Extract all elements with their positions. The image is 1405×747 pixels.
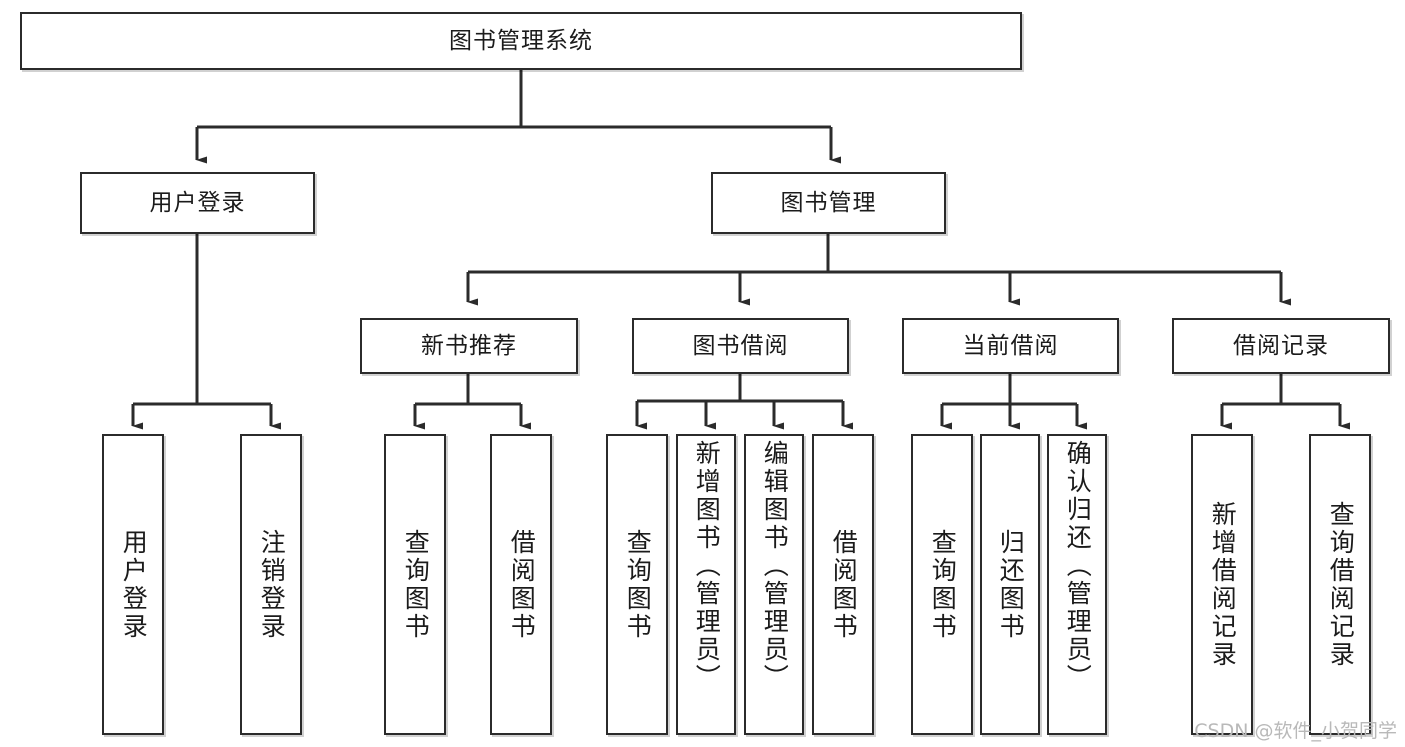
leaf-return-book-label: 归还图书: [996, 528, 1026, 641]
leaf-add-borrow-record[interactable]: 新增借阅记录: [1191, 434, 1253, 735]
leaf-confirm-return-label: 确认归还（管理员）: [1063, 440, 1093, 692]
node-book-manage[interactable]: 图书管理: [711, 172, 946, 234]
leaf-edit-book[interactable]: 编辑图书（管理员）: [744, 434, 804, 735]
leaf-query-borrow-record[interactable]: 查询借阅记录: [1309, 434, 1371, 735]
node-current-borrow-label: 当前借阅: [962, 332, 1059, 359]
node-borrow-record[interactable]: 借阅记录: [1172, 318, 1390, 374]
leaf-add-book[interactable]: 新增图书（管理员）: [676, 434, 736, 735]
leaf-user-login[interactable]: 用户登录: [102, 434, 164, 735]
leaf-query-book-1[interactable]: 查询图书: [384, 434, 446, 735]
node-book-borrow[interactable]: 图书借阅: [632, 318, 849, 374]
leaf-logout-login[interactable]: 注销登录: [240, 434, 302, 735]
leaf-query-borrow-record-label: 查询借阅记录: [1326, 500, 1356, 669]
leaf-logout-login-label: 注销登录: [257, 528, 287, 641]
node-user-login[interactable]: 用户登录: [80, 172, 315, 234]
node-new-book-recommend[interactable]: 新书推荐: [360, 318, 578, 374]
leaf-query-book-1-label: 查询图书: [401, 528, 431, 641]
node-root[interactable]: 图书管理系统: [20, 12, 1022, 70]
node-borrow-record-label: 借阅记录: [1233, 332, 1329, 359]
leaf-borrow-book-2-label: 借阅图书: [829, 528, 859, 641]
leaf-user-login-label: 用户登录: [119, 528, 149, 641]
node-current-borrow[interactable]: 当前借阅: [902, 318, 1119, 374]
leaf-query-book-3-label: 查询图书: [928, 528, 958, 641]
watermark: CSDN @软件_小贺同学: [1194, 720, 1397, 742]
node-new-book-recommend-label: 新书推荐: [421, 332, 517, 359]
leaf-query-book-3[interactable]: 查询图书: [911, 434, 973, 735]
leaf-query-book-2-label: 查询图书: [623, 528, 653, 641]
leaf-borrow-book-1-label: 借阅图书: [507, 528, 537, 641]
leaf-confirm-return[interactable]: 确认归还（管理员）: [1047, 434, 1107, 735]
node-book-borrow-label: 图书借阅: [692, 332, 789, 359]
node-book-manage-label: 图书管理: [780, 189, 877, 216]
leaf-edit-book-label: 编辑图书（管理员）: [760, 440, 790, 692]
leaf-add-book-label: 新增图书（管理员）: [692, 440, 722, 692]
leaf-borrow-book-1[interactable]: 借阅图书: [490, 434, 552, 735]
leaf-add-borrow-record-label: 新增借阅记录: [1208, 500, 1238, 669]
node-user-login-label: 用户登录: [149, 189, 246, 216]
leaf-return-book[interactable]: 归还图书: [980, 434, 1040, 735]
leaf-query-book-2[interactable]: 查询图书: [606, 434, 668, 735]
node-root-label: 图书管理系统: [449, 27, 593, 54]
leaf-borrow-book-2[interactable]: 借阅图书: [812, 434, 874, 735]
